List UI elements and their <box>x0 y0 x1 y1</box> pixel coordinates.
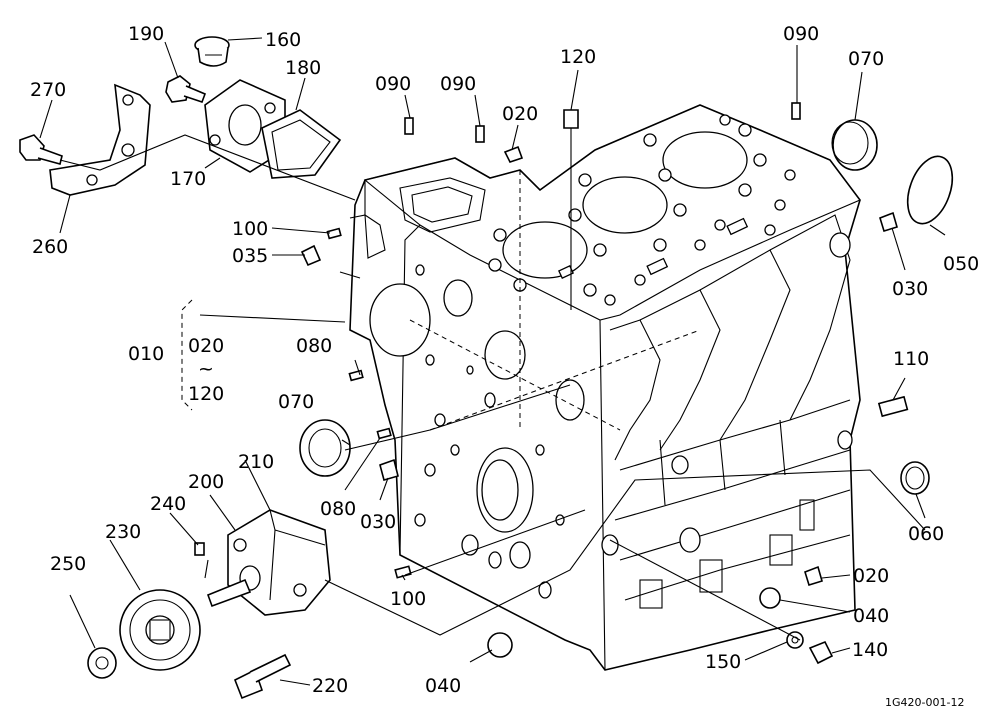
pin-100-top <box>326 227 342 240</box>
plug-160 <box>194 36 230 67</box>
label-100-top: 100 <box>232 218 268 240</box>
label-080-lower: 080 <box>320 498 356 520</box>
label-230: 230 <box>105 521 141 543</box>
leader-lines <box>39 37 946 686</box>
label-270: 270 <box>30 79 66 101</box>
bracket-260 <box>49 83 151 196</box>
label-035: 035 <box>232 245 268 267</box>
pin-110 <box>877 395 909 418</box>
label-010: 010 <box>128 343 164 365</box>
label-200: 200 <box>188 471 224 493</box>
cover-plate-170 <box>204 79 286 173</box>
label-040-bottom: 040 <box>425 675 461 697</box>
label-030-right: 030 <box>892 278 928 300</box>
label-110: 110 <box>893 348 929 370</box>
label-070-top: 070 <box>848 48 884 70</box>
plug-030-left <box>379 458 399 481</box>
drawing-code: 1G420-001-12 <box>885 696 964 709</box>
label-120-top: 120 <box>560 46 596 68</box>
bolt-270 <box>19 134 63 165</box>
nut-250 <box>87 647 117 679</box>
crankcase-block <box>349 104 861 671</box>
label-190: 190 <box>128 23 164 45</box>
label-070-left: 070 <box>278 391 314 413</box>
label-tilde: ~ <box>198 358 214 380</box>
seal-070-left <box>299 419 351 477</box>
seal-060 <box>900 461 930 495</box>
label-150: 150 <box>705 651 741 673</box>
shaft-200 <box>206 578 252 608</box>
plug-140 <box>808 640 834 665</box>
label-140: 140 <box>852 639 888 661</box>
pin-080-lower <box>376 427 392 440</box>
washer-150 <box>786 631 804 649</box>
gasket-180 <box>261 109 342 179</box>
part-labels: 160 190 180 270 170 260 090 090 090 120 … <box>30 23 979 709</box>
plug-030-right <box>879 211 898 232</box>
key-240 <box>194 542 205 556</box>
label-090-right: 090 <box>783 23 819 45</box>
label-170: 170 <box>170 168 206 190</box>
label-090-left: 090 <box>375 73 411 95</box>
label-030-left: 030 <box>360 511 396 533</box>
plug-070-top <box>831 119 878 171</box>
bolt-190 <box>165 75 207 104</box>
pin-120 <box>563 109 579 310</box>
label-020-top: 020 <box>502 103 538 125</box>
label-260: 260 <box>32 236 68 258</box>
label-160: 160 <box>265 29 301 51</box>
label-240: 240 <box>150 493 186 515</box>
front-face-holes <box>369 264 585 599</box>
label-020-range: 020 <box>188 335 224 357</box>
label-090-mid: 090 <box>440 73 476 95</box>
label-120-range: 120 <box>188 383 224 405</box>
gear-230 <box>119 589 201 671</box>
label-220: 220 <box>312 675 348 697</box>
label-040-right: 040 <box>853 605 889 627</box>
crank-bays <box>601 214 853 609</box>
label-180: 180 <box>285 57 321 79</box>
label-020-bottom: 020 <box>853 565 889 587</box>
label-080-upper: 080 <box>296 335 332 357</box>
plug-020-top <box>503 145 524 163</box>
label-210: 210 <box>238 451 274 473</box>
pin-080-upper <box>348 369 364 382</box>
plug-040-right <box>759 587 781 609</box>
bolt-220 <box>233 653 292 700</box>
label-100-lower: 100 <box>390 588 426 610</box>
seal-050 <box>906 155 954 225</box>
label-250: 250 <box>50 553 86 575</box>
deck-holes <box>488 114 796 306</box>
plug-040-bottom <box>487 632 513 658</box>
plug-020-bottom <box>804 565 823 586</box>
label-050: 050 <box>943 253 979 275</box>
label-060: 060 <box>908 523 944 545</box>
oil-pump-210-200 <box>227 509 331 616</box>
plug-035 <box>300 244 322 267</box>
